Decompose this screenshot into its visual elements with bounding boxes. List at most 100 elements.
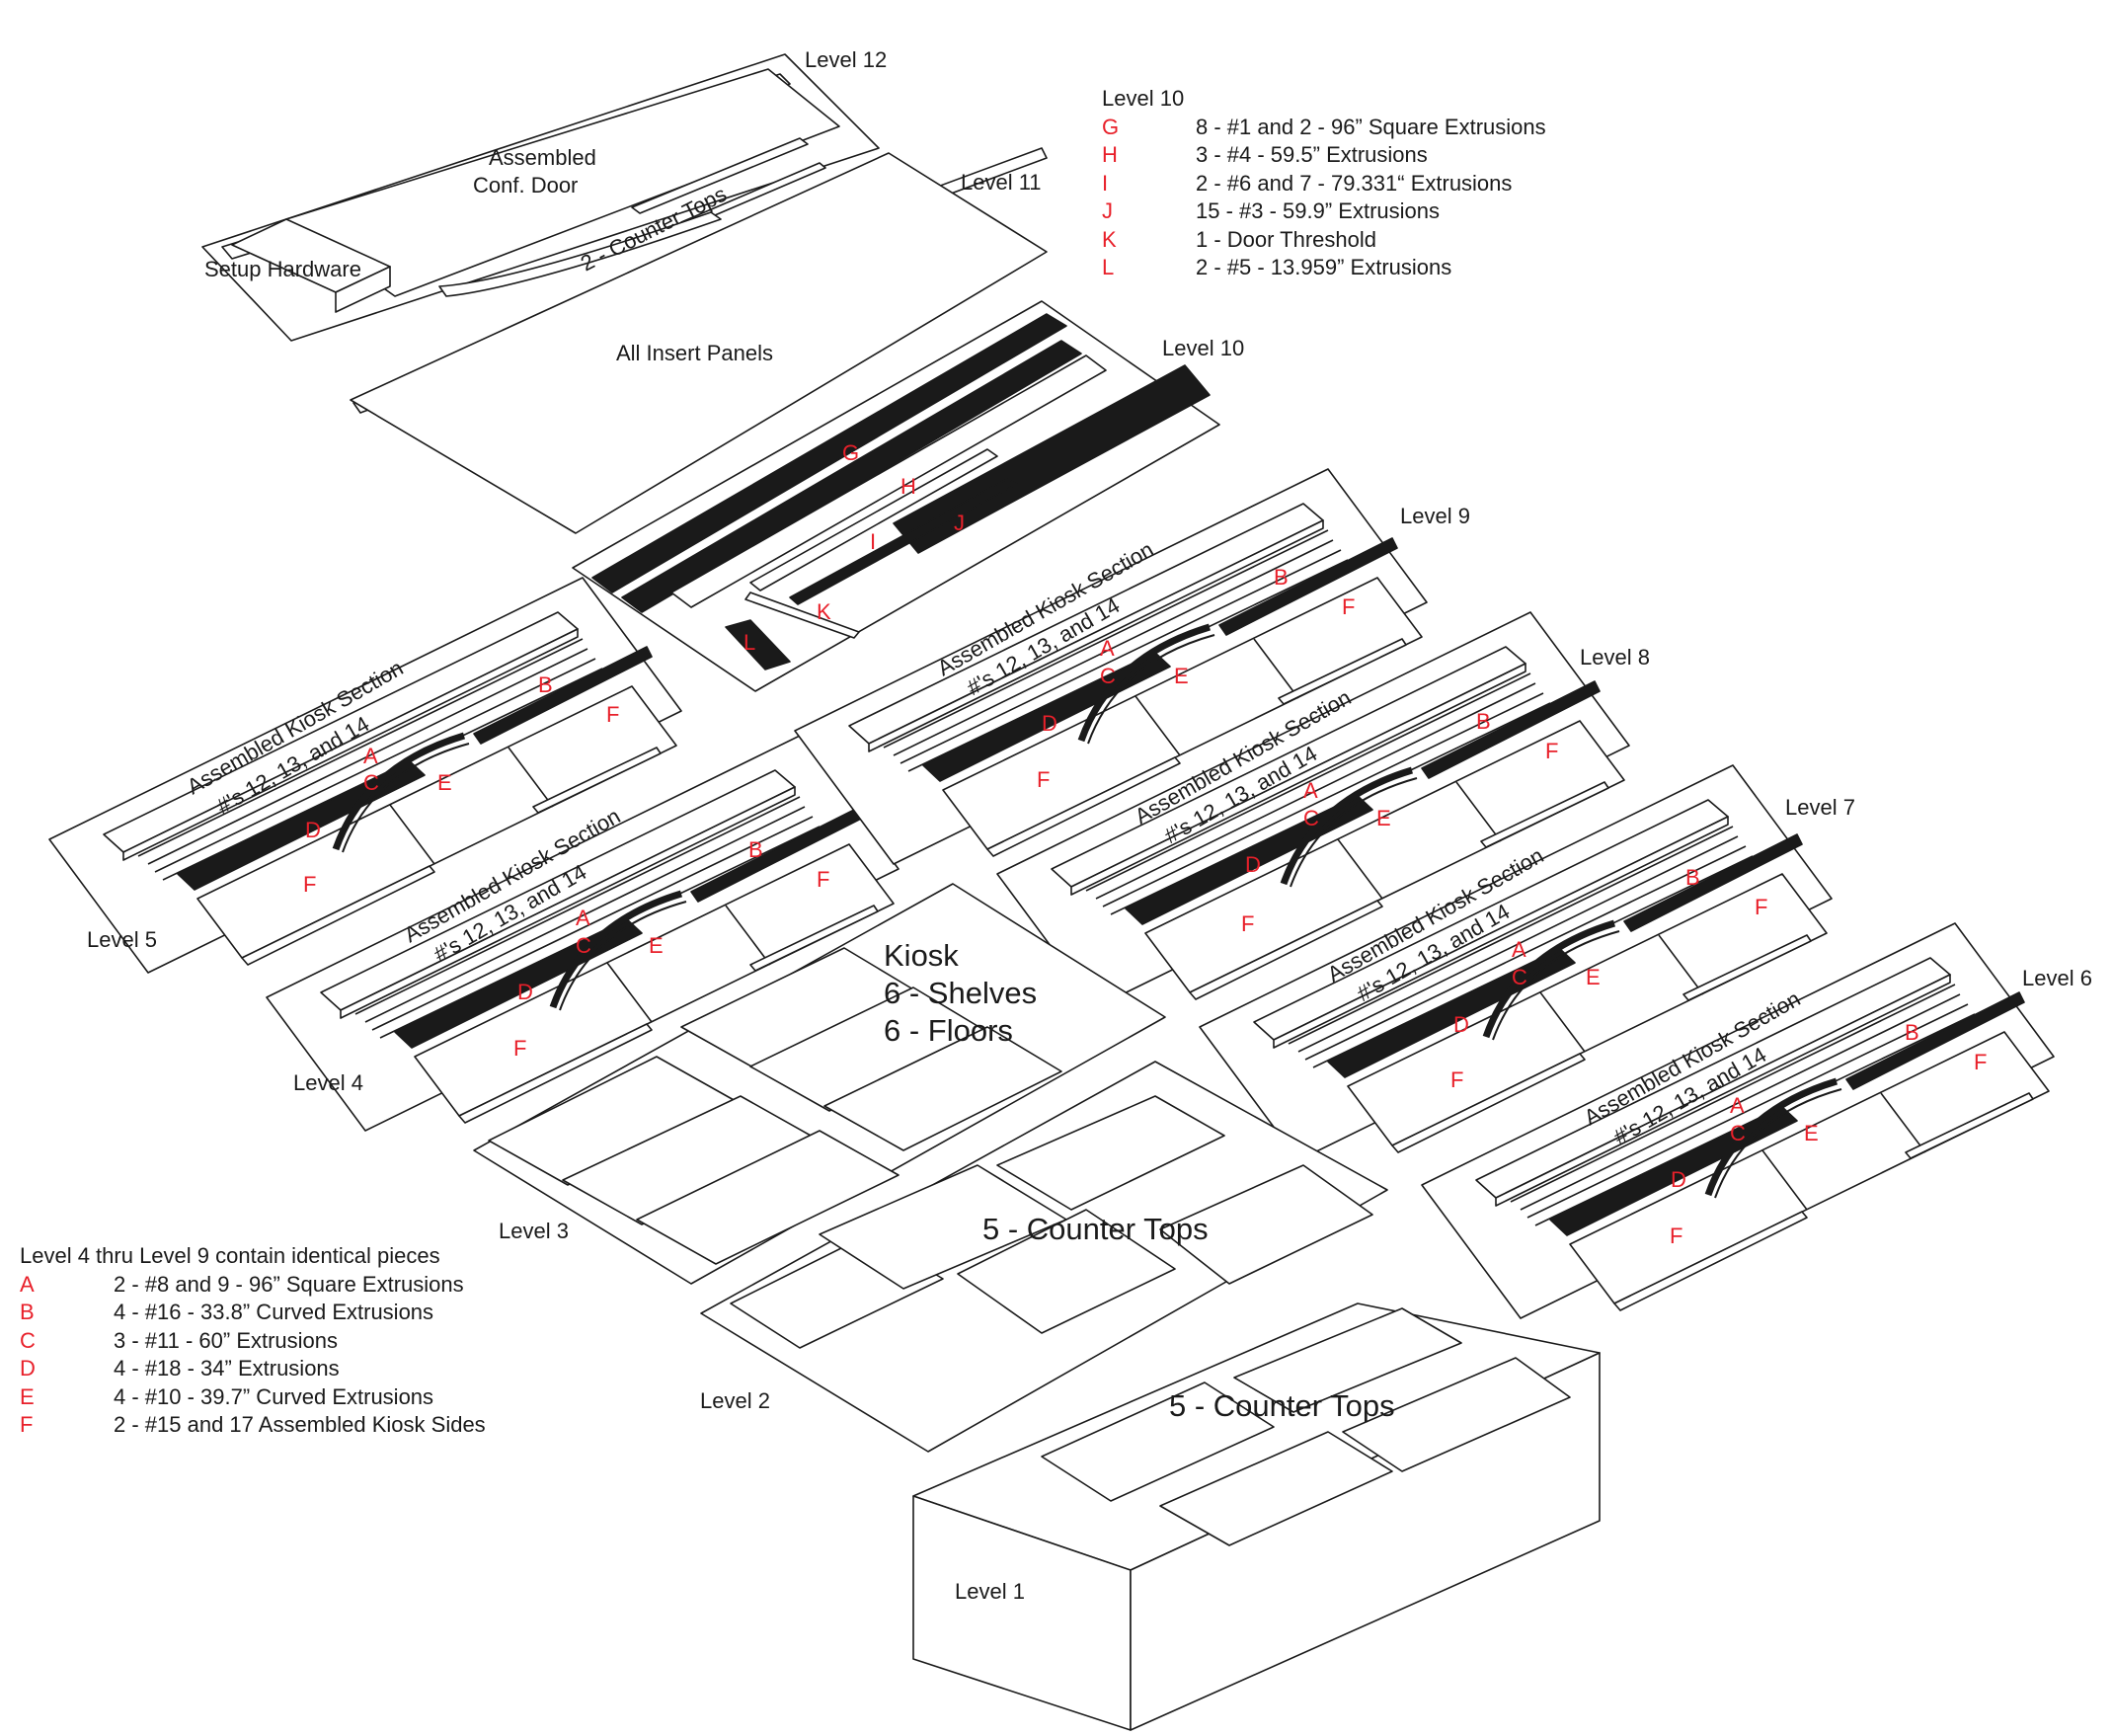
level-12-label: Level 12 bbox=[805, 47, 887, 72]
part-l-marker: L bbox=[743, 630, 755, 655]
l8-part-e: E bbox=[1376, 806, 1391, 830]
legend-row: K 1 - Door Threshold bbox=[1102, 226, 1546, 255]
legend-row: F 2 - #15 and 17 Assembled Kiosk Sides bbox=[20, 1411, 486, 1440]
l5-part-c: C bbox=[363, 770, 379, 795]
level-6-label: Level 6 bbox=[2022, 966, 2092, 990]
legend-desc: 2 - #6 and 7 - 79.331“ Extrusions bbox=[1196, 170, 1513, 196]
l9-part-c: C bbox=[1100, 664, 1116, 688]
shelves-label: 6 - Shelves bbox=[884, 976, 1037, 1010]
l9-part-f1: F bbox=[1342, 594, 1355, 619]
level-8-label: Level 8 bbox=[1580, 645, 1650, 670]
legend-code: K bbox=[1102, 226, 1117, 252]
legend-code: C bbox=[20, 1327, 36, 1353]
l4-part-b: B bbox=[748, 837, 763, 862]
legend-code: D bbox=[20, 1356, 36, 1381]
l8-part-f2: F bbox=[1241, 911, 1254, 936]
part-k-marker: K bbox=[817, 599, 831, 624]
legend-desc: 3 - #4 - 59.5” Extrusions bbox=[1196, 142, 1428, 167]
legend-row: A 2 - #8 and 9 - 96” Square Extrusions bbox=[20, 1271, 486, 1300]
legend-code: J bbox=[1102, 198, 1113, 223]
part-h-marker: H bbox=[900, 474, 916, 499]
legend-code: A bbox=[20, 1271, 35, 1297]
legend-desc: 4 - #16 - 33.8” Curved Extrusions bbox=[114, 1300, 434, 1324]
part-g-marker: G bbox=[842, 440, 859, 465]
assembled-conf-door-label-1: Assembled bbox=[489, 145, 596, 170]
l4-part-f1: F bbox=[817, 867, 829, 892]
legend-desc: 15 - #3 - 59.9” Extrusions bbox=[1196, 198, 1441, 223]
legend-row: J 15 - #3 - 59.9” Extrusions bbox=[1102, 197, 1546, 226]
l4-part-a: A bbox=[576, 906, 590, 930]
l9-part-e: E bbox=[1174, 664, 1189, 688]
legend-code: F bbox=[20, 1412, 34, 1437]
l7-part-e: E bbox=[1586, 965, 1601, 989]
legend-code: G bbox=[1102, 114, 1120, 139]
l7-part-d: D bbox=[1453, 1012, 1469, 1037]
legend-code: L bbox=[1102, 255, 1115, 279]
l6-part-a: A bbox=[1730, 1093, 1745, 1118]
legend-level-10-title: Level 10 bbox=[1102, 86, 1185, 111]
level-4-label: Level 4 bbox=[293, 1070, 363, 1095]
l8-part-f1: F bbox=[1545, 739, 1558, 763]
legend-desc: 4 - #10 - 39.7” Curved Extrusions bbox=[114, 1383, 434, 1409]
l5-part-f1: F bbox=[606, 702, 619, 727]
counter-tops-level-1-label: 5 - Counter Tops bbox=[1169, 1388, 1395, 1423]
l8-part-c: C bbox=[1303, 806, 1319, 830]
l4-part-f2: F bbox=[513, 1036, 526, 1061]
legend-code: H bbox=[1102, 142, 1118, 167]
assembled-conf-door-label-2: Conf. Door bbox=[473, 173, 578, 197]
l5-part-b: B bbox=[538, 672, 553, 697]
l9-part-a: A bbox=[1100, 636, 1115, 661]
l6-part-f1: F bbox=[1974, 1050, 1987, 1074]
level-11-label: Level 11 bbox=[961, 170, 1042, 195]
l5-part-e: E bbox=[437, 770, 452, 795]
floors-label: 6 - Floors bbox=[884, 1013, 1013, 1048]
legend-levels-4-9-title: Level 4 thru Level 9 contain identical p… bbox=[20, 1243, 440, 1268]
legend-row: C 3 - #11 - 60” Extrusions bbox=[20, 1327, 486, 1356]
l7-part-f2: F bbox=[1450, 1067, 1463, 1092]
l4-part-c: C bbox=[576, 933, 591, 958]
l7-part-a: A bbox=[1512, 937, 1526, 962]
legend-row: B 4 - #16 - 33.8” Curved Extrusions bbox=[20, 1299, 486, 1327]
legend-row: I 2 - #6 and 7 - 79.331“ Extrusions bbox=[1102, 170, 1546, 198]
legend-desc: 2 - #15 and 17 Assembled Kiosk Sides bbox=[114, 1412, 486, 1437]
part-j-marker: J bbox=[954, 511, 965, 535]
l6-part-c: C bbox=[1730, 1121, 1746, 1145]
level-7-label: Level 7 bbox=[1785, 795, 1855, 820]
legend-desc: 3 - #11 - 60” Extrusions bbox=[114, 1327, 339, 1353]
legend-code: E bbox=[20, 1383, 35, 1409]
l5-part-f2: F bbox=[303, 872, 316, 897]
l4-part-d: D bbox=[517, 980, 533, 1004]
l6-part-b: B bbox=[1905, 1020, 1919, 1045]
legend-row: E 4 - #10 - 39.7” Curved Extrusions bbox=[20, 1383, 486, 1412]
legend-desc: 1 - Door Threshold bbox=[1196, 226, 1377, 252]
legend-desc: 2 - #8 and 9 - 96” Square Extrusions bbox=[114, 1271, 464, 1297]
l6-part-e: E bbox=[1804, 1121, 1819, 1145]
counter-tops-level-2-label: 5 - Counter Tops bbox=[982, 1212, 1209, 1246]
l6-part-f2: F bbox=[1670, 1223, 1682, 1248]
level-2-label: Level 2 bbox=[700, 1388, 770, 1413]
legend-row: L 2 - #5 - 13.959” Extrusions bbox=[1102, 254, 1546, 282]
l5-part-d: D bbox=[305, 818, 321, 842]
level-9-label: Level 9 bbox=[1400, 504, 1470, 528]
legend-code: I bbox=[1102, 170, 1109, 196]
l9-part-d: D bbox=[1042, 711, 1057, 736]
legend-desc: 2 - #5 - 13.959” Extrusions bbox=[1196, 255, 1452, 279]
l8-part-a: A bbox=[1303, 778, 1318, 803]
level-10-label: Level 10 bbox=[1162, 336, 1244, 360]
setup-hardware-label: Setup Hardware bbox=[204, 257, 361, 281]
l9-part-f2: F bbox=[1037, 767, 1050, 792]
l7-part-f1: F bbox=[1755, 895, 1767, 919]
extrusion-bundle-l bbox=[725, 619, 791, 671]
level-3-label: Level 3 bbox=[499, 1219, 569, 1243]
l5-part-a: A bbox=[363, 744, 378, 768]
level-5-label: Level 5 bbox=[87, 927, 157, 952]
legend-code: B bbox=[20, 1300, 35, 1324]
l4-part-e: E bbox=[649, 933, 664, 958]
l7-part-c: C bbox=[1512, 965, 1527, 989]
l8-part-d: D bbox=[1245, 852, 1261, 877]
